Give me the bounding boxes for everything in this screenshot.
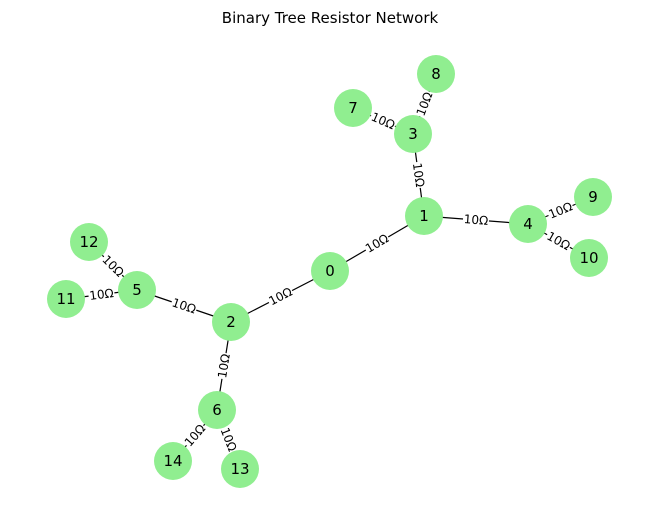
node-label: 1 bbox=[419, 207, 429, 225]
node-circle bbox=[574, 178, 612, 216]
node-13: 13 bbox=[221, 450, 259, 488]
edge-label-background bbox=[214, 351, 234, 381]
node-10: 10 bbox=[570, 239, 608, 277]
node-label: 14 bbox=[163, 452, 182, 470]
node-label: 7 bbox=[348, 99, 358, 117]
edge-label-1-3: 10Ω bbox=[408, 161, 429, 189]
edge-label-background bbox=[543, 227, 574, 255]
node-label: 0 bbox=[325, 262, 335, 280]
edge-label-background bbox=[462, 211, 490, 229]
edge-label-3-8: 10Ω bbox=[412, 88, 437, 120]
node-label: 10 bbox=[579, 249, 598, 267]
node-0: 0 bbox=[311, 252, 349, 290]
node-label: 6 bbox=[212, 401, 222, 419]
edge-label-0-2: 10Ω bbox=[265, 283, 296, 310]
edge-label-text: 10Ω bbox=[88, 286, 114, 303]
edge-label-background bbox=[87, 284, 116, 305]
edge-label-background bbox=[408, 161, 429, 189]
node-12: 12 bbox=[70, 223, 108, 261]
node-label: 9 bbox=[588, 188, 598, 206]
node-circle bbox=[417, 55, 455, 93]
edge-label-0-1: 10Ω bbox=[361, 230, 393, 257]
node-circle bbox=[334, 89, 372, 127]
node-label: 13 bbox=[230, 460, 249, 478]
node-2: 2 bbox=[212, 303, 250, 341]
node-label: 3 bbox=[408, 125, 418, 143]
node-label: 11 bbox=[56, 290, 75, 308]
node-label: 12 bbox=[79, 233, 98, 251]
edge-label-6-13: 10Ω bbox=[216, 424, 241, 455]
edge-label-4-9: 10Ω bbox=[545, 198, 576, 223]
node-label: 2 bbox=[226, 313, 236, 331]
edge-label-background bbox=[412, 88, 437, 120]
diagram-title: Binary Tree Resistor Network bbox=[221, 9, 439, 27]
edge-label-2-6: 10Ω bbox=[214, 351, 234, 381]
edge-label-background bbox=[98, 251, 128, 281]
edge-label-text: 10Ω bbox=[463, 212, 488, 228]
node-6: 6 bbox=[198, 391, 236, 429]
node-circle bbox=[47, 280, 85, 318]
node-circle bbox=[221, 450, 259, 488]
node-circle bbox=[405, 197, 443, 235]
edge-label-background bbox=[169, 294, 199, 318]
edge-label-5-11: 10Ω bbox=[87, 284, 116, 305]
node-8: 8 bbox=[417, 55, 455, 93]
node-circle bbox=[394, 115, 432, 153]
edge-label-1-4: 10Ω bbox=[462, 211, 490, 229]
node-4: 4 bbox=[509, 205, 547, 243]
node-circle bbox=[509, 205, 547, 243]
edge-label-6-14: 10Ω bbox=[180, 420, 210, 451]
edge-label-background bbox=[265, 283, 296, 310]
edge-label-3-7: 10Ω bbox=[367, 108, 399, 134]
node-14: 14 bbox=[154, 442, 192, 480]
node-label: 4 bbox=[523, 215, 533, 233]
node-1: 1 bbox=[405, 197, 443, 235]
node-circle bbox=[118, 271, 156, 309]
edge-label-background bbox=[180, 420, 210, 451]
node-circle bbox=[311, 252, 349, 290]
edge-label-background bbox=[216, 424, 241, 455]
node-label: 8 bbox=[431, 65, 441, 83]
edge-label-4-10: 10Ω bbox=[543, 227, 574, 255]
node-9: 9 bbox=[574, 178, 612, 216]
node-circle bbox=[70, 223, 108, 261]
edge-label-background bbox=[367, 108, 399, 134]
node-circle bbox=[212, 303, 250, 341]
node-circle bbox=[154, 442, 192, 480]
node-circle bbox=[570, 239, 608, 277]
node-circle bbox=[198, 391, 236, 429]
edge-label-text: 10Ω bbox=[215, 353, 233, 379]
node-label: 5 bbox=[132, 281, 142, 299]
edge-label-2-5: 10Ω bbox=[169, 294, 199, 318]
node-7: 7 bbox=[334, 89, 372, 127]
node-3: 3 bbox=[394, 115, 432, 153]
edge-label-text: 10Ω bbox=[410, 162, 427, 188]
node-5: 5 bbox=[118, 271, 156, 309]
edge-label-background bbox=[545, 198, 576, 223]
edge-label-background bbox=[361, 230, 393, 257]
node-11: 11 bbox=[47, 280, 85, 318]
